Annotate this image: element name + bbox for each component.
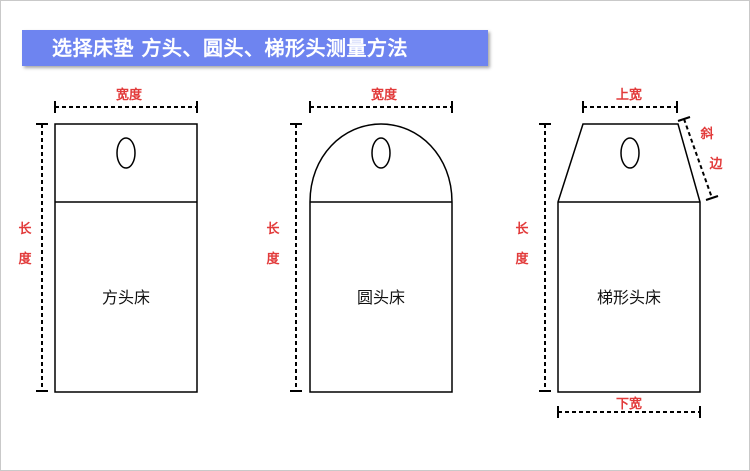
round-bed-diagram: 宽度 长 度 圆头床 [266, 87, 453, 393]
square-bed-diagram: 宽度 长 度 方头床 [18, 87, 198, 393]
square-bed-name: 方头床 [102, 288, 150, 307]
title-bar: 选择床垫 方头、圆头、梯形头测量方法 [22, 30, 488, 66]
trapezoid-bottom-width-label: 下宽 [616, 396, 642, 412]
round-width-label: 宽度 [370, 87, 398, 103]
trapezoid-length-label-top: 长 [515, 221, 529, 237]
page-title: 选择床垫 方头、圆头、梯形头测量方法 [52, 36, 408, 60]
round-length-label-bottom: 度 [266, 251, 280, 267]
trapezoid-length-dimension: 长 度 [515, 123, 551, 392]
trapezoid-slant-dimension: 斜 边 [677, 116, 723, 201]
trapezoid-length-label-bottom: 度 [515, 251, 529, 267]
trapezoid-bottom-width-dimension: 下宽 [557, 396, 701, 418]
round-length-label-top: 长 [266, 221, 280, 237]
round-head-marker-icon [371, 137, 391, 169]
square-bed-outline [54, 123, 198, 393]
round-width-dimension: 宽度 [309, 87, 453, 113]
trapezoid-slant-label-top: 斜 [699, 126, 713, 142]
trapezoid-bed-outline [557, 123, 701, 393]
trapezoid-bed-name: 梯形头床 [597, 288, 661, 307]
square-length-label-top: 长 [18, 221, 32, 237]
trapezoid-head-marker-icon [620, 137, 640, 169]
square-length-dimension: 长 度 [18, 123, 48, 392]
square-head-marker-icon [116, 137, 136, 169]
square-width-label: 宽度 [115, 87, 143, 103]
square-length-label-bottom: 度 [18, 251, 32, 267]
trapezoid-top-width-label: 上宽 [616, 87, 642, 103]
round-bed-outline [309, 123, 453, 393]
round-bed-name: 圆头床 [357, 288, 405, 307]
round-length-dimension: 长 度 [266, 123, 302, 392]
trapezoid-slant-label-bottom: 边 [708, 157, 723, 172]
trapezoid-bed-diagram: 上宽 斜 边 长 度 梯形头床 [515, 87, 723, 418]
square-width-dimension: 宽度 [54, 87, 198, 113]
trapezoid-top-width-dimension: 上宽 [582, 87, 678, 113]
